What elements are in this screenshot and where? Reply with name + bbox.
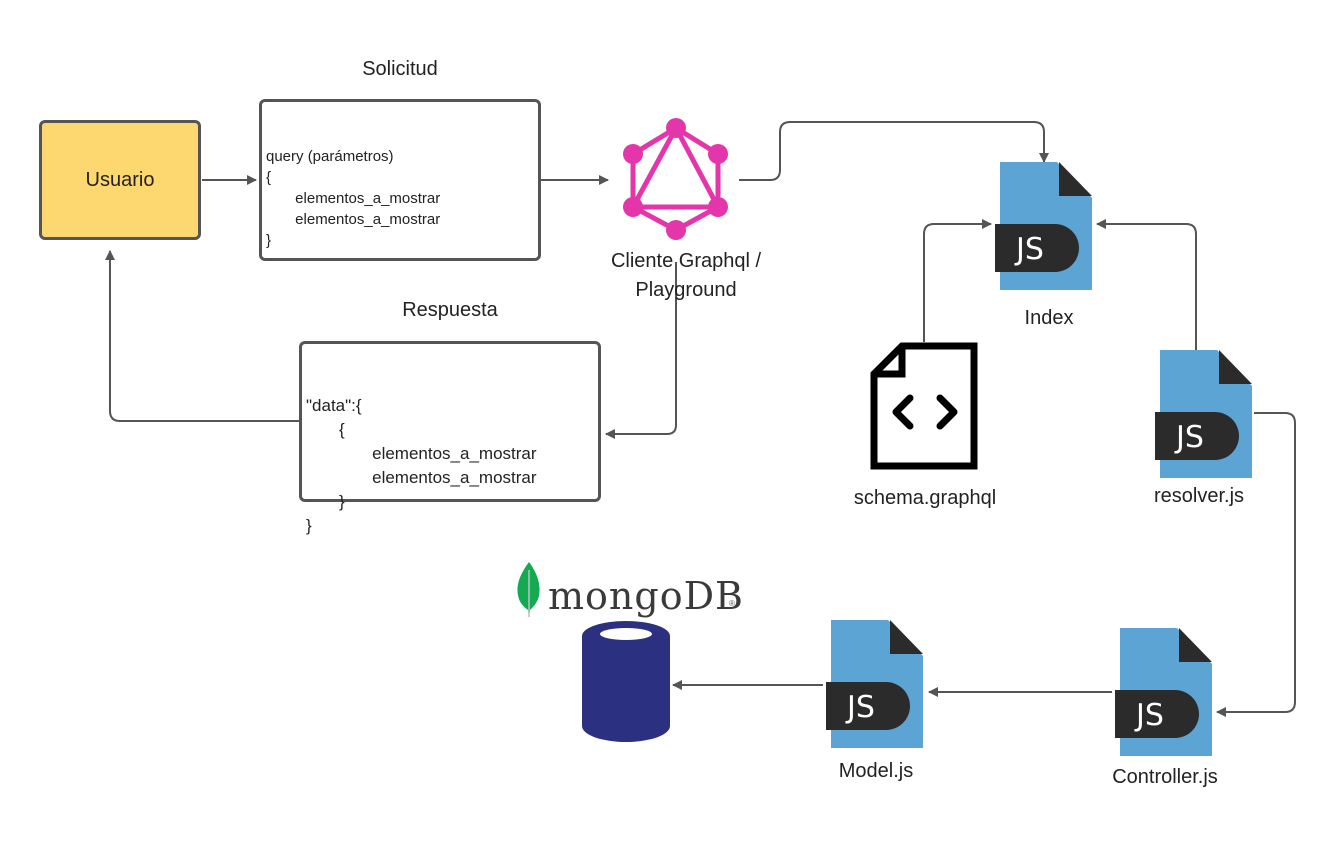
model-label: Model.js [838,760,914,782]
schema-label: schema.graphql [853,487,997,509]
svg-text:JS: JS [1134,698,1164,733]
index-label: Index [1024,307,1074,329]
mongodb-leaf-icon [517,562,540,618]
usuario-label: Usuario [85,168,155,191]
usuario-node: Usuario [39,120,201,240]
code-file-icon [870,342,978,470]
arrow-resolver-to-index [1096,219,1197,350]
registered-mark: ® [729,599,735,608]
solicitud-title: Solicitud [362,58,438,80]
mongodb-wordmark: mongoDB [548,574,744,618]
js-file-icon: JS [995,162,1092,290]
graphql-client-label: Cliente Graphql / Playground [611,247,761,305]
arrow-response-to-usuario [105,250,300,422]
request-line: query (parámetros) [266,148,394,165]
js-file-icon: JS [826,620,923,748]
resolver-label: resolver.js [1153,485,1245,507]
request-line: { [266,169,272,186]
request-line: } [266,232,272,249]
graphql-client-line1: Cliente Graphql / [610,250,762,272]
svg-text:JS: JS [1174,420,1204,455]
js-file-icon: JS [1155,350,1252,478]
arrow-graphql-to-index [739,121,1049,181]
request-query-box: query (parámetros){ elementos_a_mostrar … [259,99,541,261]
response-line: { [306,420,345,439]
controller-label: Controller.js [1112,766,1218,788]
response-line: elementos_a_mostrar [306,444,537,463]
response-data-box: "data":{ { elementos_a_mostrar elementos… [299,341,601,535]
svg-text:JS: JS [845,690,875,725]
request-line: elementos_a_mostrar [266,211,441,228]
response-line: "data":{ [306,396,362,415]
arrow-resolver-to-controller [1216,412,1296,717]
response-line: } [306,492,345,511]
graphql-logo-icon [623,118,728,240]
svg-text:JS: JS [1014,232,1044,267]
response-line: elementos_a_mostrar [306,468,537,487]
arrow-graphql-to-response [605,262,677,439]
respuesta-title: Respuesta [402,299,498,321]
js-file-icon: JS [1115,628,1212,756]
arrow-schema-to-index [923,219,992,342]
request-line: elementos_a_mostrar [266,190,441,207]
graphql-client-line2: Playground [635,279,737,301]
database-icon [582,621,670,742]
response-line: } [306,516,312,535]
